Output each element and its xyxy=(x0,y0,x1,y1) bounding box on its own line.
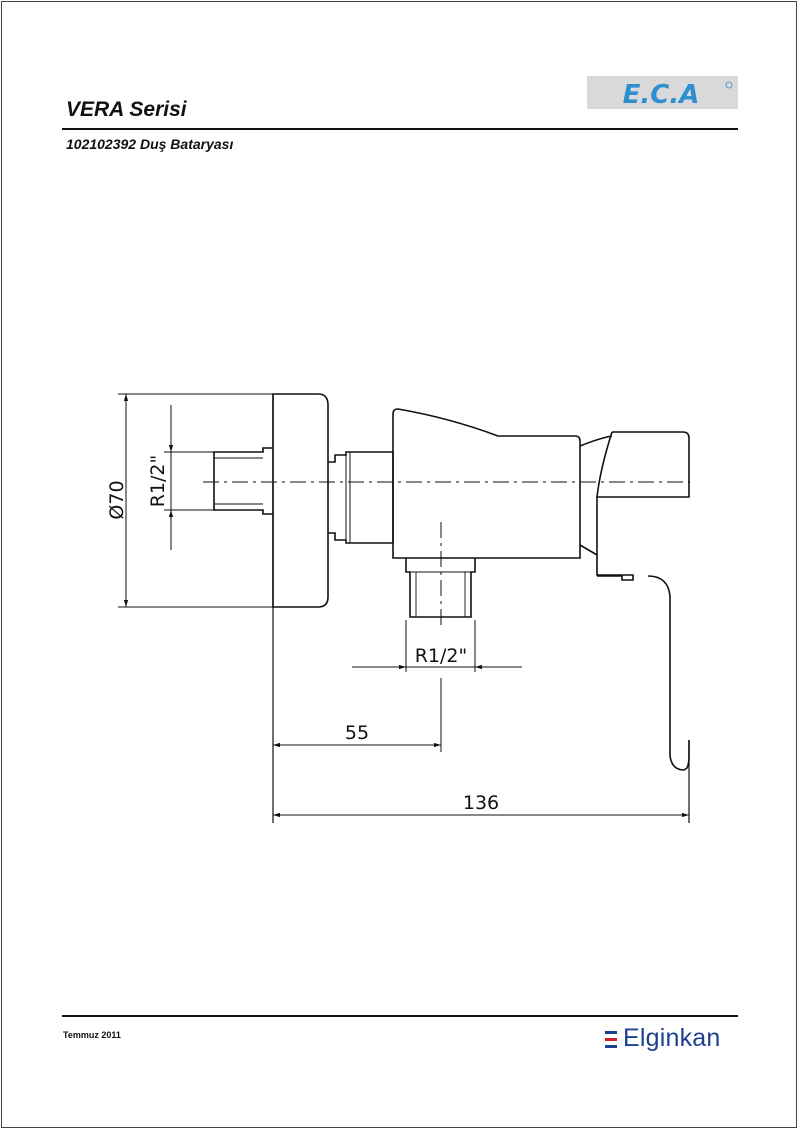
footer-rule xyxy=(62,1015,738,1017)
eca-logo-mark: E.C.A xyxy=(623,80,733,109)
handle-cap xyxy=(596,431,690,581)
thread-bottom-label: R1/2" xyxy=(415,645,468,667)
series-title: VERA Serisi xyxy=(66,98,187,121)
mixer-body xyxy=(392,408,581,559)
total-width-label: 136 xyxy=(463,792,499,814)
product-title: 102102392 Duş Bataryası xyxy=(66,136,234,152)
footer-date: Temmuz 2011 xyxy=(63,1030,121,1040)
connector-nut xyxy=(328,451,394,544)
eca-logo-text: E.C.A xyxy=(623,80,700,109)
lever-handle xyxy=(647,575,690,771)
registered-icon xyxy=(725,81,733,89)
header-rule xyxy=(62,128,738,130)
offset-label: 55 xyxy=(345,722,369,744)
inlet-thread xyxy=(213,447,273,515)
eca-logo: E.C.A xyxy=(587,76,738,109)
brand-name: Elginkan xyxy=(623,1024,721,1052)
cartridge-neck xyxy=(579,435,613,556)
elginkan-mark-icon xyxy=(605,1031,617,1048)
thread-left-label: R1/2" xyxy=(147,455,169,508)
wall-rosette xyxy=(272,393,329,608)
diameter-label: Ø70 xyxy=(106,480,128,519)
